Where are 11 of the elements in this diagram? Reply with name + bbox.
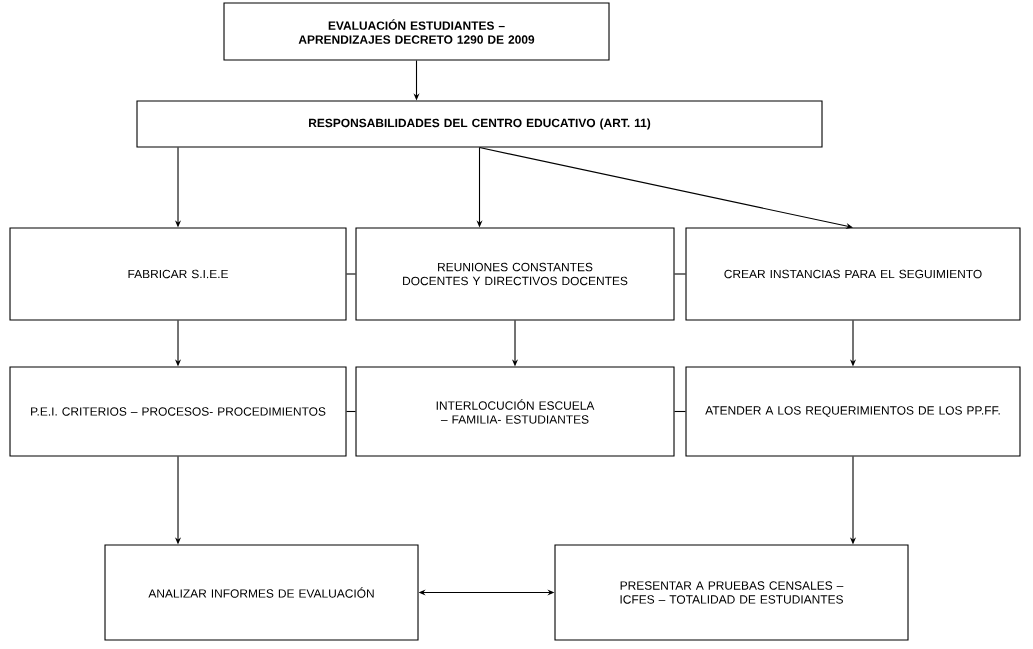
process-box: FABRICAR S.I.E.E	[9, 227, 347, 321]
process-box: EVALUACIÓN ESTUDIANTES – APRENDIZAJES DECRETO 1290 DE 2009	[223, 2, 610, 61]
process-box: PRESENTAR A PRUEBAS CENSALES – ICFES – TOTALIDAD DE ESTUDIANTES	[554, 544, 909, 641]
process-box: ATENDER A LOS REQUERIMIENTOS DE LOS PP.FF.	[685, 366, 1021, 457]
process-box: RESPONSABILIDADES DEL CENTRO EDUCATIVO (ART. 11)	[136, 100, 823, 148]
process-box: CREAR INSTANCIAS PARA EL SEGUIMIENTO	[685, 227, 1021, 321]
process-box: ANALIZAR INFORMES DE EVALUACIÓN	[104, 544, 419, 641]
process-box: REUNIONES CONSTANTES DOCENTES Y DIRECTIVOS DOCENTES	[355, 227, 675, 321]
process-box: INTERLOCUCIÓN ESCUELA – FAMILIA- ESTUDIANTES	[355, 366, 675, 457]
process-box: P.E.I. CRITERIOS – PROCESOS- PROCEDIMIENTOS	[9, 366, 347, 457]
arrow	[478, 147, 853, 229]
